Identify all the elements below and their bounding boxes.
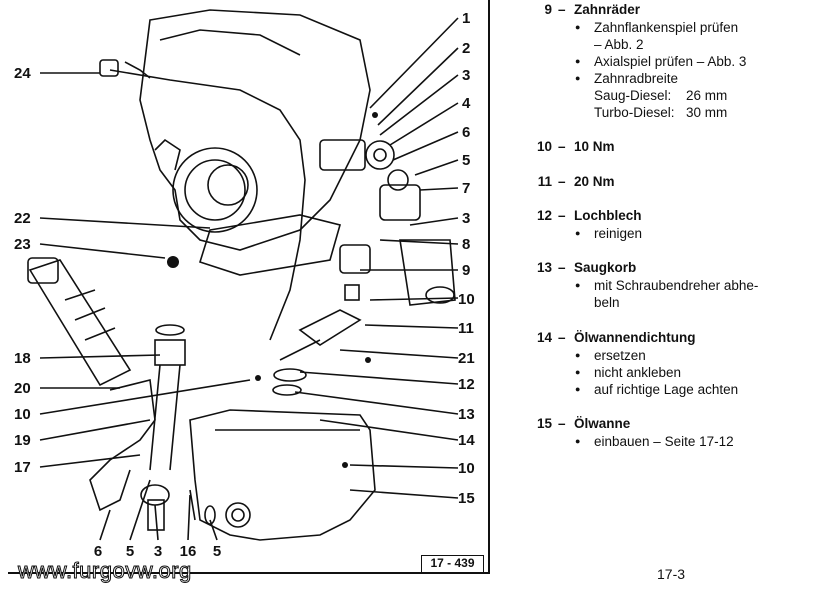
callout-20: 20 [14, 380, 31, 397]
callout-5-bottom: 5 [126, 543, 134, 560]
callout-15: 15 [458, 490, 475, 507]
bullet: nicht ankleben [574, 364, 822, 381]
callout-10b: 10 [458, 460, 475, 477]
bullet: Zahnflankenspiel prüfen [574, 19, 822, 36]
spec-row: Turbo-Diesel:30 mm [594, 105, 728, 120]
watermark: www.furgovw.org [18, 558, 192, 584]
exploded-view-drawing: 1 2 3 4 6 5 7 3 8 9 10 11 21 12 13 14 10… [14, 9, 475, 560]
callout-3-bottom: 3 [154, 543, 162, 560]
callout-7: 7 [462, 180, 470, 197]
callout-23: 23 [14, 236, 31, 253]
callout-8: 8 [462, 236, 470, 253]
callout-18: 18 [14, 350, 31, 367]
callout-3b: 3 [462, 210, 470, 227]
callout-13: 13 [458, 406, 475, 423]
callout-19: 19 [14, 432, 31, 449]
callout-6-bottom: 6 [94, 543, 102, 560]
bullet: auf richtige Lage achten [574, 381, 822, 398]
callout-14: 14 [458, 432, 475, 449]
callout-2: 2 [462, 40, 470, 57]
callout-22: 22 [14, 210, 31, 227]
callout-6: 6 [462, 124, 470, 141]
callout-1: 1 [462, 10, 470, 27]
bullet: ersetzen [574, 347, 822, 364]
page-number: 17-3 [657, 566, 686, 582]
callout-21: 21 [458, 350, 475, 367]
callout-11: 11 [458, 320, 474, 337]
bullet-cont: beln [594, 295, 620, 310]
callout-24: 24 [14, 65, 31, 82]
callout-9: 9 [462, 262, 470, 279]
callout-4: 4 [462, 95, 471, 112]
bullet-cont: – Abb. 2 [594, 37, 644, 52]
bullet: einbauen – Seite 17-12 [574, 433, 822, 450]
callout-12: 12 [458, 376, 475, 393]
callout-10: 10 [458, 291, 475, 308]
bullet: Zahnradbreite [574, 70, 822, 87]
figure-id: 17 - 439 [421, 555, 484, 573]
callout-10-left: 10 [14, 406, 31, 423]
callout-16: 16 [180, 543, 197, 560]
spec-row: Saug-Diesel:26 mm [594, 88, 728, 103]
callout-3: 3 [462, 67, 470, 84]
callout-5-bottom-b: 5 [213, 543, 221, 560]
callout-5: 5 [462, 152, 470, 169]
bullet: reinigen [574, 225, 822, 242]
diagram-frame [8, 0, 490, 574]
callout-17: 17 [14, 459, 31, 476]
bullet: mit Schraubendreher abhe- [574, 277, 822, 294]
bullet: Axialspiel prüfen – Abb. 3 [574, 53, 822, 70]
